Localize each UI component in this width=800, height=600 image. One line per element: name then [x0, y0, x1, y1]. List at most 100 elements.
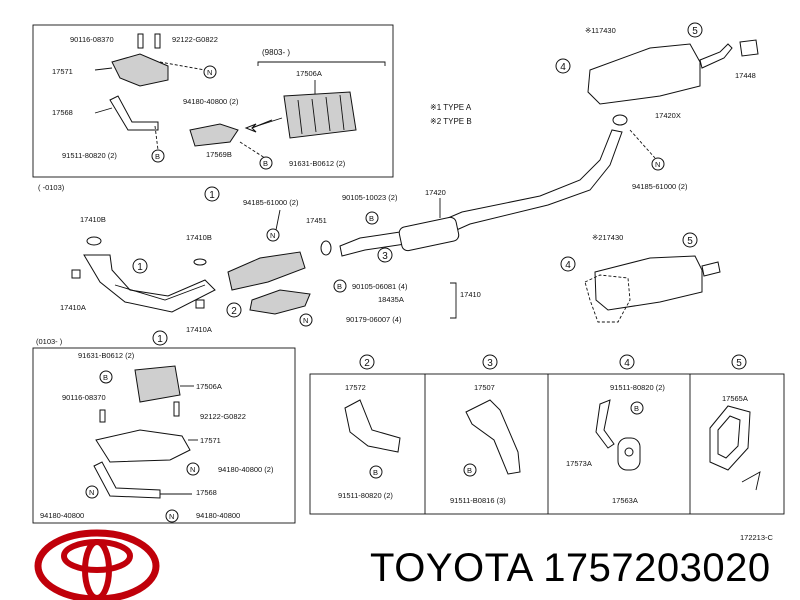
- gasket-ring-mid: [193, 258, 207, 266]
- label-b-bolt1: 90116-08370: [62, 393, 106, 402]
- svg-text:5: 5: [736, 358, 742, 369]
- catalytic-converter: [227, 251, 306, 291]
- svg-text:1: 1: [209, 190, 215, 201]
- n-marker-icon: [85, 485, 99, 499]
- inset-top-frame: [32, 24, 394, 178]
- svg-text:3: 3: [487, 358, 493, 369]
- b-marker-icon: [151, 149, 165, 163]
- b-marker-icon: [463, 463, 477, 477]
- label-bracket: 17571: [52, 67, 73, 76]
- stud-icon: [173, 401, 180, 417]
- callout-1: [204, 186, 220, 202]
- callout-4: [560, 256, 576, 272]
- label-gasket-mid: 17410B: [186, 233, 212, 242]
- bracket-17572: [344, 399, 401, 453]
- callout-5: [682, 232, 698, 248]
- front-pipe-17410: [83, 254, 216, 313]
- brand-name: TOYOTA: [370, 546, 532, 590]
- label-cover: 17506A: [296, 69, 322, 78]
- label-gasket-front: 17410B: [80, 215, 106, 224]
- svg-text:B: B: [263, 159, 268, 168]
- ring-icon: [612, 114, 628, 126]
- label-panel4-hanger: 17573A: [566, 459, 592, 468]
- b-marker-icon: [259, 156, 273, 170]
- callout-4: [555, 58, 571, 74]
- callout-5: [687, 22, 703, 38]
- svg-text:3: 3: [382, 251, 388, 262]
- gasket-ring-17451: [320, 240, 332, 256]
- heat-insulator-18435A: [249, 289, 311, 315]
- resonator: [398, 216, 460, 252]
- svg-text:N: N: [303, 316, 308, 325]
- main-exhaust: 1 17410B 17410B 1 17410A 17410A 2 94185-…: [60, 22, 759, 334]
- cover-17506A: [134, 365, 181, 403]
- diagram-code: 172213-C: [740, 533, 774, 542]
- label-support: 17568: [52, 108, 73, 117]
- bracket-17507: [465, 399, 521, 475]
- svg-text:N: N: [270, 231, 275, 240]
- label-b-bracket: 17571: [200, 436, 221, 445]
- svg-text:5: 5: [692, 26, 698, 37]
- label-heat-insulator: 18435A: [378, 295, 404, 304]
- cover-17506A: [283, 91, 357, 139]
- label-panel4-mount: 17563A: [612, 496, 638, 505]
- n-marker-icon: [203, 65, 217, 79]
- stud-icon: [154, 33, 161, 49]
- svg-text:B: B: [634, 404, 639, 413]
- bracket-17571: [95, 429, 191, 463]
- label-muffler-b: ※217430: [592, 233, 623, 242]
- label-nut1: 92122-G0822: [172, 35, 218, 44]
- brand-title: TOYOTA 1757203020: [370, 546, 771, 591]
- label-nut2: 94180-40800 (2): [183, 97, 239, 106]
- inset-top: 90116-08370 92122-G0822 17571 N 94180-40…: [32, 24, 394, 178]
- svg-text:N: N: [207, 68, 212, 77]
- gasket-17569B: [189, 123, 239, 147]
- tail-outlet: [699, 43, 733, 69]
- svg-text:4: 4: [560, 62, 566, 73]
- muffler-17430-a: [587, 43, 701, 105]
- arrow-icon: [244, 119, 273, 133]
- label-center-pipe: 17420: [425, 188, 446, 197]
- label-period-bottom: (0103- ): [36, 337, 63, 346]
- callout-1: [132, 258, 148, 274]
- svg-text:4: 4: [565, 260, 571, 271]
- svg-text:B: B: [369, 214, 374, 223]
- n-marker-icon: [651, 157, 665, 171]
- inset-bottom: (0103- ) 1 91631-B0612 (2) B 17506A 9011…: [32, 330, 296, 524]
- legend-type-b: ※2 TYPE B: [430, 117, 472, 126]
- detail-panels: 2 17572 B 91511-80820 (2) 3 17507 B 9151…: [309, 354, 785, 515]
- label-panel2: 17572: [345, 383, 366, 392]
- bolt-icon: [195, 299, 205, 309]
- svg-text:N: N: [190, 465, 195, 474]
- svg-text:N: N: [89, 488, 94, 497]
- b-marker-icon: [99, 370, 113, 384]
- label-b-nut4: 94180-40800: [196, 511, 240, 520]
- svg-text:1: 1: [137, 262, 143, 273]
- label-gasket: 17569B: [206, 150, 232, 159]
- tail-outlet-b: [701, 261, 721, 277]
- callout-4: [619, 354, 635, 370]
- hanger-17573A: [595, 399, 615, 449]
- label-tip: 17448: [735, 71, 756, 80]
- bracket-17571: [111, 53, 169, 87]
- callout-5: [731, 354, 747, 370]
- label-bolt2: 91511-80820 (2): [62, 151, 117, 160]
- svg-text:2: 2: [364, 358, 370, 369]
- n-marker-icon: [299, 313, 313, 327]
- label-bolt1: 90116-08370: [70, 35, 114, 44]
- inset-bottom-frame: [32, 347, 296, 524]
- label-bolt3: 91631-B0612 (2): [289, 159, 346, 168]
- bolt-icon: [99, 409, 106, 423]
- label-panel3: 17507: [474, 383, 495, 392]
- bolt-icon: [71, 269, 81, 279]
- callout-2: [226, 302, 242, 318]
- label-b-nut1: 92122-G0822: [200, 412, 246, 421]
- label-nut-tail: 94185-61000 (2): [632, 182, 688, 191]
- label-muffler-a: ※117430: [585, 26, 616, 35]
- label-b-bolt3: 91631-B0612 (2): [78, 351, 135, 360]
- n-marker-icon: [266, 228, 280, 242]
- label-panel4-bolt: 91511-80820 (2): [610, 383, 665, 392]
- toyota-logo: [34, 529, 160, 600]
- label-b-nut3: 94180-40800: [40, 511, 84, 520]
